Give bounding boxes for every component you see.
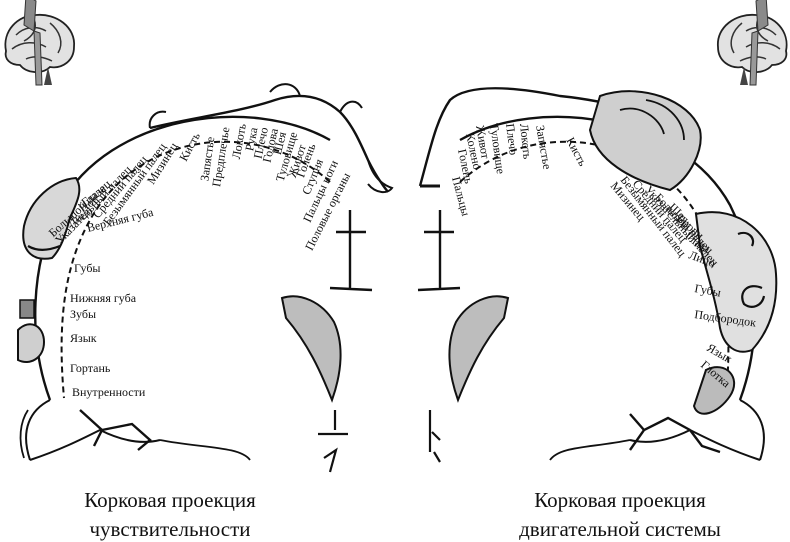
motor-caption: Корковая проекция двигательной системы — [450, 486, 790, 542]
sensory-label: Губы — [74, 261, 101, 275]
motor-label: Плечо — [503, 123, 521, 156]
motor-labels: Пальцы Голень Колено Живот Туловище Плеч… — [449, 122, 757, 390]
sensory-label: Нижняя губа — [70, 291, 137, 305]
sensory-label: Запястье — [197, 136, 217, 182]
brain-icon — [4, 0, 75, 86]
sensory-label: Локоть — [229, 122, 249, 160]
motor-caption-line: двигательной системы — [519, 517, 721, 541]
sensory-caption: Корковая проекция чувствительности — [0, 486, 340, 542]
sensory-hemisphere — [17, 83, 394, 473]
motor-label: Кисть — [563, 135, 590, 169]
motor-hemisphere — [417, 87, 778, 463]
brain-icon — [717, 0, 788, 86]
motor-label: Локоть — [517, 123, 535, 160]
sensory-label: Рука — [242, 126, 260, 153]
motor-label: Живот — [473, 124, 493, 161]
sensory-labels: Половые органы Пальцы ноги Ступня Голень… — [46, 122, 353, 399]
sensory-label: Шея — [270, 130, 289, 156]
sensory-label: Язык — [70, 331, 97, 345]
sensory-label: Зубы — [70, 307, 96, 321]
sensory-caption-line: Корковая проекция — [84, 488, 256, 512]
sensory-label: Кисть — [176, 129, 203, 163]
motor-caption-line: Корковая проекция — [534, 488, 706, 512]
motor-label: Губы — [693, 281, 722, 299]
motor-label: Запястье — [533, 124, 555, 170]
sensory-label: Гортань — [70, 361, 111, 375]
sensory-caption-line: чувствительности — [89, 517, 251, 541]
sensory-label: Внутренности — [72, 385, 146, 399]
sensory-label: Плечо — [251, 126, 271, 160]
